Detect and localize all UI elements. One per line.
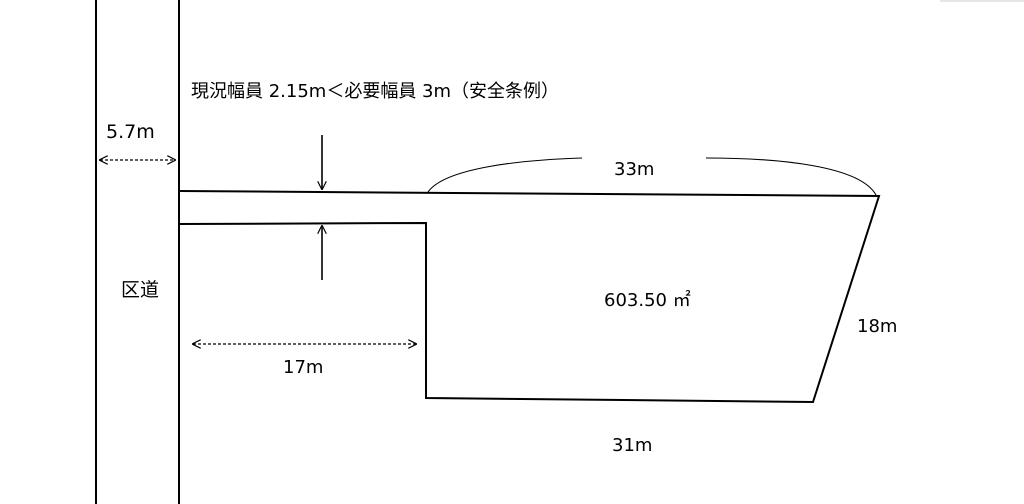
bottom-length-label: 31m (612, 435, 652, 456)
top-length-label: 33m (614, 159, 654, 180)
road-width-note: 現況幅員 2.15m＜必要幅員 3m（安全条例） (191, 81, 559, 102)
top-length-arc-right (705, 157, 877, 196)
road-name-label: 区道 (121, 279, 159, 301)
area-label: 603.50 ㎡ (604, 289, 691, 311)
road-width-label: 5.7m (106, 121, 155, 143)
corner-tab (940, 0, 1024, 2)
lot-boundary (178, 190, 881, 404)
top-length-arc-left (427, 157, 583, 193)
right-length-label: 18m (857, 316, 897, 337)
passage-length-label: 17m (283, 357, 323, 378)
